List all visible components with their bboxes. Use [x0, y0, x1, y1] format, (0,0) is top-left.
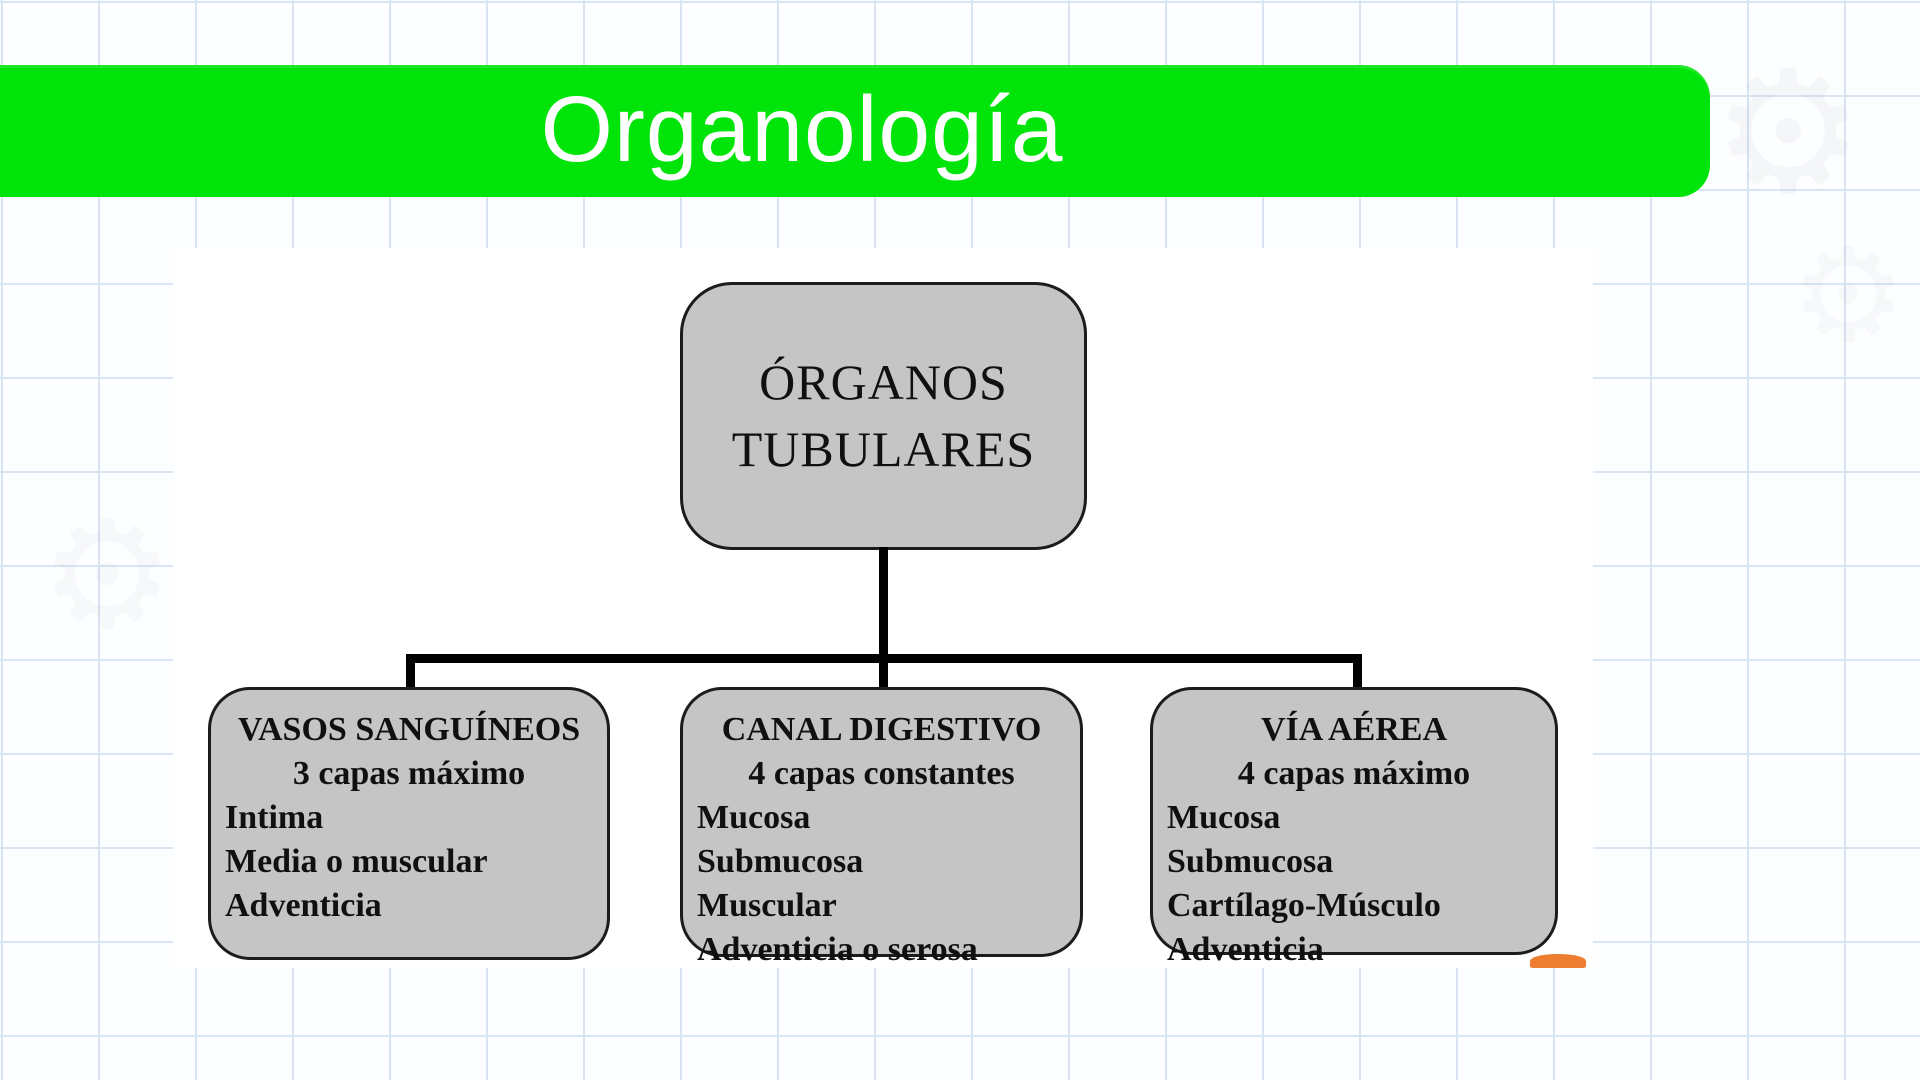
- box-item: Mucosa: [697, 799, 811, 836]
- node-organos-tubulares: ÓRGANOS TUBULARES: [680, 282, 1087, 550]
- connector-root-vertical: [879, 547, 888, 659]
- gear-watermark-icon: ⚙: [1790, 230, 1907, 360]
- slide-title: Organología: [540, 77, 1064, 181]
- box-title: VÍA AÉREA: [1260, 711, 1448, 748]
- box-item: Adventicia: [1167, 931, 1324, 968]
- orange-accent-shape: [1530, 954, 1586, 968]
- diagram-panel: ÓRGANOS TUBULARES VASOS SANGUÍNEOS 3 cap…: [173, 248, 1593, 968]
- box-item: Mucosa: [1167, 799, 1281, 836]
- box-subtitle: 3 capas máximo: [292, 755, 526, 792]
- node-vasos-sanguineos: VASOS SANGUÍNEOS 3 capas máximo Intima M…: [208, 687, 610, 960]
- box-subtitle: 4 capas constantes: [748, 755, 1015, 792]
- root-line-2: TUBULARES: [731, 421, 1036, 477]
- box-item: Submucosa: [1167, 843, 1334, 880]
- box-item: Adventicia o serosa: [697, 931, 978, 968]
- box-item: Media o muscular: [225, 843, 488, 880]
- gear-watermark-icon: ⚙: [40, 500, 174, 650]
- connector-stub-left: [406, 654, 415, 690]
- gear-watermark-icon: ⚙: [1712, 38, 1865, 228]
- box-subtitle: 4 capas máximo: [1237, 755, 1471, 792]
- box-item: Submucosa: [697, 843, 864, 880]
- box-title: CANAL DIGESTIVO: [721, 711, 1042, 748]
- connector-stub-middle: [879, 654, 888, 690]
- box-item: Intima: [225, 799, 324, 836]
- connector-stub-right: [1353, 654, 1362, 690]
- node-via-aerea: VÍA AÉREA 4 capas máximo Mucosa Submucos…: [1150, 687, 1558, 968]
- box-item: Cartílago-Músculo: [1167, 887, 1441, 924]
- box-item: Adventicia: [225, 887, 382, 924]
- box-title: VASOS SANGUÍNEOS: [237, 711, 581, 748]
- root-line-1: ÓRGANOS: [759, 354, 1008, 410]
- box-item: Muscular: [697, 887, 837, 924]
- node-canal-digestivo: CANAL DIGESTIVO 4 capas constantes Mucos…: [680, 687, 1083, 968]
- title-banner: Organología: [0, 65, 1710, 197]
